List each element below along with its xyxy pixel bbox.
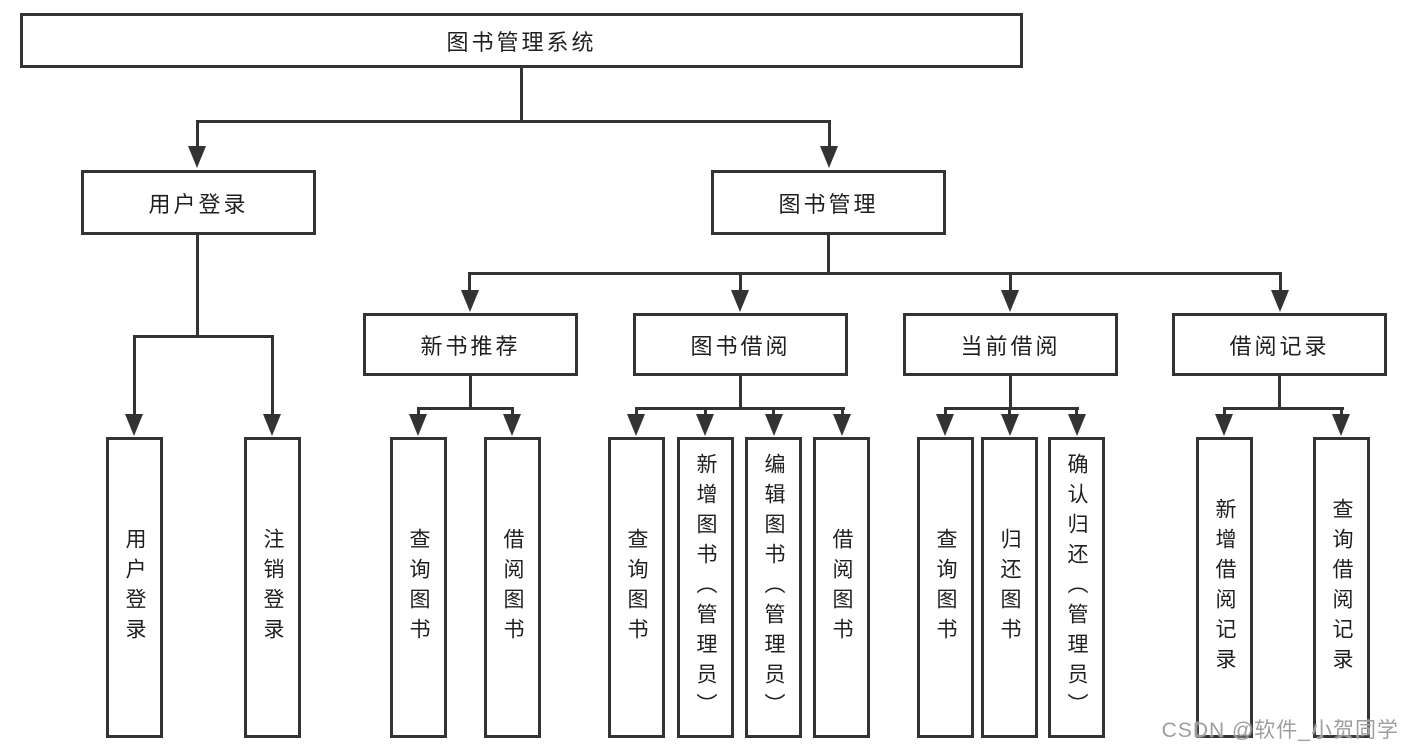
connector-hline <box>133 335 274 338</box>
node-leaf-add-book-admin: 新增图书（管理员） <box>677 437 734 738</box>
arrow-down-icon <box>731 290 749 312</box>
connector-stub <box>1009 376 1012 407</box>
node-leaf-logout: 注销登录 <box>244 437 301 738</box>
connector-shaft <box>417 407 420 418</box>
leaf-label: 归还图书 <box>998 527 1021 648</box>
leaf-label: 新增借阅记录 <box>1213 497 1236 678</box>
arrow-down-icon <box>125 414 143 436</box>
connector-shaft <box>271 335 274 416</box>
connector-root-stub <box>520 68 523 120</box>
connector-shaft <box>468 272 471 292</box>
connector-hline <box>1223 407 1344 410</box>
connector-shaft <box>739 272 742 292</box>
node-root: 图书管理系统 <box>20 13 1023 68</box>
node-leaf-add-borrow-record: 新增借阅记录 <box>1196 437 1253 738</box>
node-current-borrow-label: 当前借阅 <box>960 333 1061 359</box>
connector-shaft <box>944 407 947 418</box>
connector-stub <box>469 376 472 407</box>
node-leaf-query-borrow-record: 查询借阅记录 <box>1313 437 1370 738</box>
connector-shaft <box>511 407 514 418</box>
connector-hline <box>944 407 1079 410</box>
connector-stub <box>739 376 742 407</box>
leaf-label: 借阅图书 <box>830 527 853 648</box>
node-user-login-label: 用户登录 <box>148 191 249 217</box>
node-new-book-recommend-label: 新书推荐 <box>420 333 521 359</box>
node-borrow-records-label: 借阅记录 <box>1229 333 1330 359</box>
arrow-down-icon <box>1068 414 1086 436</box>
connector-shaft <box>133 335 136 416</box>
node-leaf-borrow-books-2: 借阅图书 <box>813 437 870 738</box>
arrow-down-icon <box>1001 414 1019 436</box>
leaf-label: 查询图书 <box>407 527 430 648</box>
connector-shaft <box>1340 407 1343 418</box>
arrow-down-icon <box>1001 290 1019 312</box>
node-leaf-query-books-2: 查询图书 <box>608 437 665 738</box>
arrow-down-icon <box>461 290 479 312</box>
arrow-down-icon <box>409 414 427 436</box>
node-user-login: 用户登录 <box>81 170 316 235</box>
node-current-borrow: 当前借阅 <box>903 313 1118 376</box>
node-leaf-confirm-return-admin: 确认归还（管理员） <box>1048 437 1105 738</box>
connector-shaft <box>772 407 775 418</box>
node-leaf-borrow-books-1: 借阅图书 <box>484 437 541 738</box>
node-book-management-label: 图书管理 <box>778 191 879 217</box>
arrow-down-icon <box>1215 414 1233 436</box>
connector-hline <box>417 407 514 410</box>
node-leaf-query-books-3: 查询图书 <box>917 437 974 738</box>
connector-stub <box>1278 376 1281 407</box>
arrow-down-icon <box>627 414 645 436</box>
leaf-label: 借阅图书 <box>501 527 524 648</box>
node-book-management: 图书管理 <box>711 170 946 235</box>
connector-hline <box>636 407 845 410</box>
arrow-down-icon <box>503 414 521 436</box>
arrow-down-icon <box>765 414 783 436</box>
connector-shaft <box>1009 272 1012 292</box>
arrow-down-icon <box>936 414 954 436</box>
node-leaf-query-books-1: 查询图书 <box>390 437 447 738</box>
connector-stub <box>827 235 830 272</box>
leaf-label: 查询图书 <box>934 527 957 648</box>
connector-shaft <box>841 407 844 418</box>
leaf-label: 查询图书 <box>625 527 648 648</box>
node-leaf-return-book: 归还图书 <box>981 437 1038 738</box>
connector-shaft <box>1008 407 1011 418</box>
connector-hline <box>468 272 1282 275</box>
arrow-down-icon <box>820 146 838 168</box>
arrow-down-icon <box>1271 290 1289 312</box>
leaf-label: 注销登录 <box>261 527 284 648</box>
connector-shaft <box>828 120 831 148</box>
connector-shaft <box>635 407 638 418</box>
connector-shaft <box>1075 407 1078 418</box>
connector-stub <box>196 235 199 335</box>
node-leaf-user-login: 用户登录 <box>106 437 163 738</box>
leaf-label: 新增图书（管理员） <box>694 452 717 723</box>
node-leaf-edit-book-admin: 编辑图书（管理员） <box>745 437 802 738</box>
watermark: CSDN @软件_小贺同学 <box>1161 719 1399 742</box>
node-new-book-recommend: 新书推荐 <box>363 313 578 376</box>
node-borrow-records: 借阅记录 <box>1172 313 1387 376</box>
arrow-down-icon <box>696 414 714 436</box>
node-book-borrow: 图书借阅 <box>633 313 848 376</box>
connector-shaft <box>196 120 199 148</box>
connector-l1-hline <box>196 120 831 123</box>
leaf-label: 编辑图书（管理员） <box>762 452 785 723</box>
arrow-down-icon <box>263 414 281 436</box>
node-root-label: 图书管理系统 <box>446 29 597 55</box>
arrow-down-icon <box>1332 414 1350 436</box>
leaf-label: 用户登录 <box>123 527 146 648</box>
arrow-down-icon <box>188 146 206 168</box>
connector-shaft <box>704 407 707 418</box>
connector-shaft <box>1223 407 1226 418</box>
leaf-label: 查询借阅记录 <box>1330 497 1353 678</box>
node-book-borrow-label: 图书借阅 <box>690 333 791 359</box>
arrow-down-icon <box>833 414 851 436</box>
connector-shaft <box>1279 272 1282 292</box>
leaf-label: 确认归还（管理员） <box>1065 452 1088 723</box>
